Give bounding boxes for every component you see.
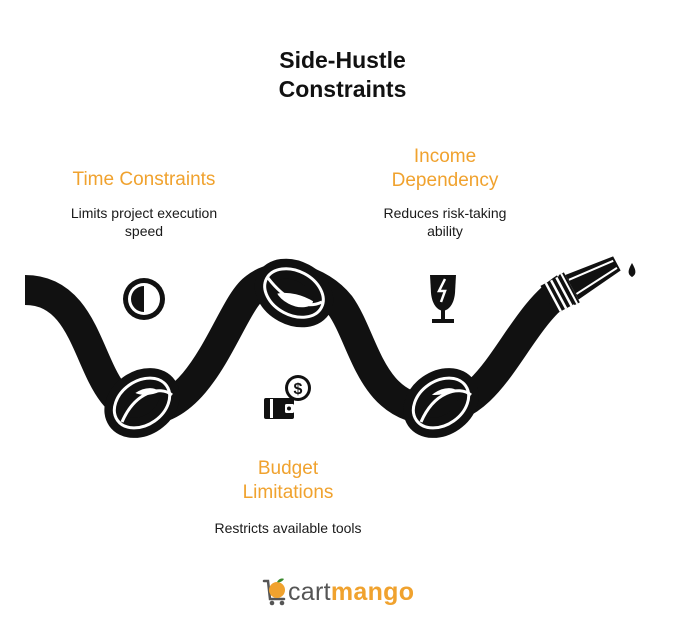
budget-limitations-description: Restricts available tools — [214, 520, 362, 536]
rope-knot — [254, 258, 334, 328]
half-circle-icon — [123, 278, 165, 320]
hose-nozzle — [540, 256, 621, 315]
rope-knot — [104, 368, 180, 438]
svg-text:$: $ — [294, 381, 303, 398]
water-drop-icon — [628, 263, 636, 277]
budget-limitations-heading: Budget Limitations — [242, 458, 334, 503]
mango-cart-icon — [262, 578, 286, 606]
wallet-dollar-icon: $ — [264, 375, 311, 419]
time-constraints-heading: Time Constraints — [72, 169, 216, 190]
income-dependency-description: Reduces risk-taking ability — [383, 205, 507, 239]
diagram-title: Side-Hustle Constraints — [278, 47, 407, 102]
income-dependency-heading: Income Dependency — [391, 146, 499, 191]
rope-knot — [403, 368, 479, 438]
broken-glass-icon — [430, 275, 456, 323]
time-constraints-description: Limits project execution speed — [70, 205, 218, 239]
